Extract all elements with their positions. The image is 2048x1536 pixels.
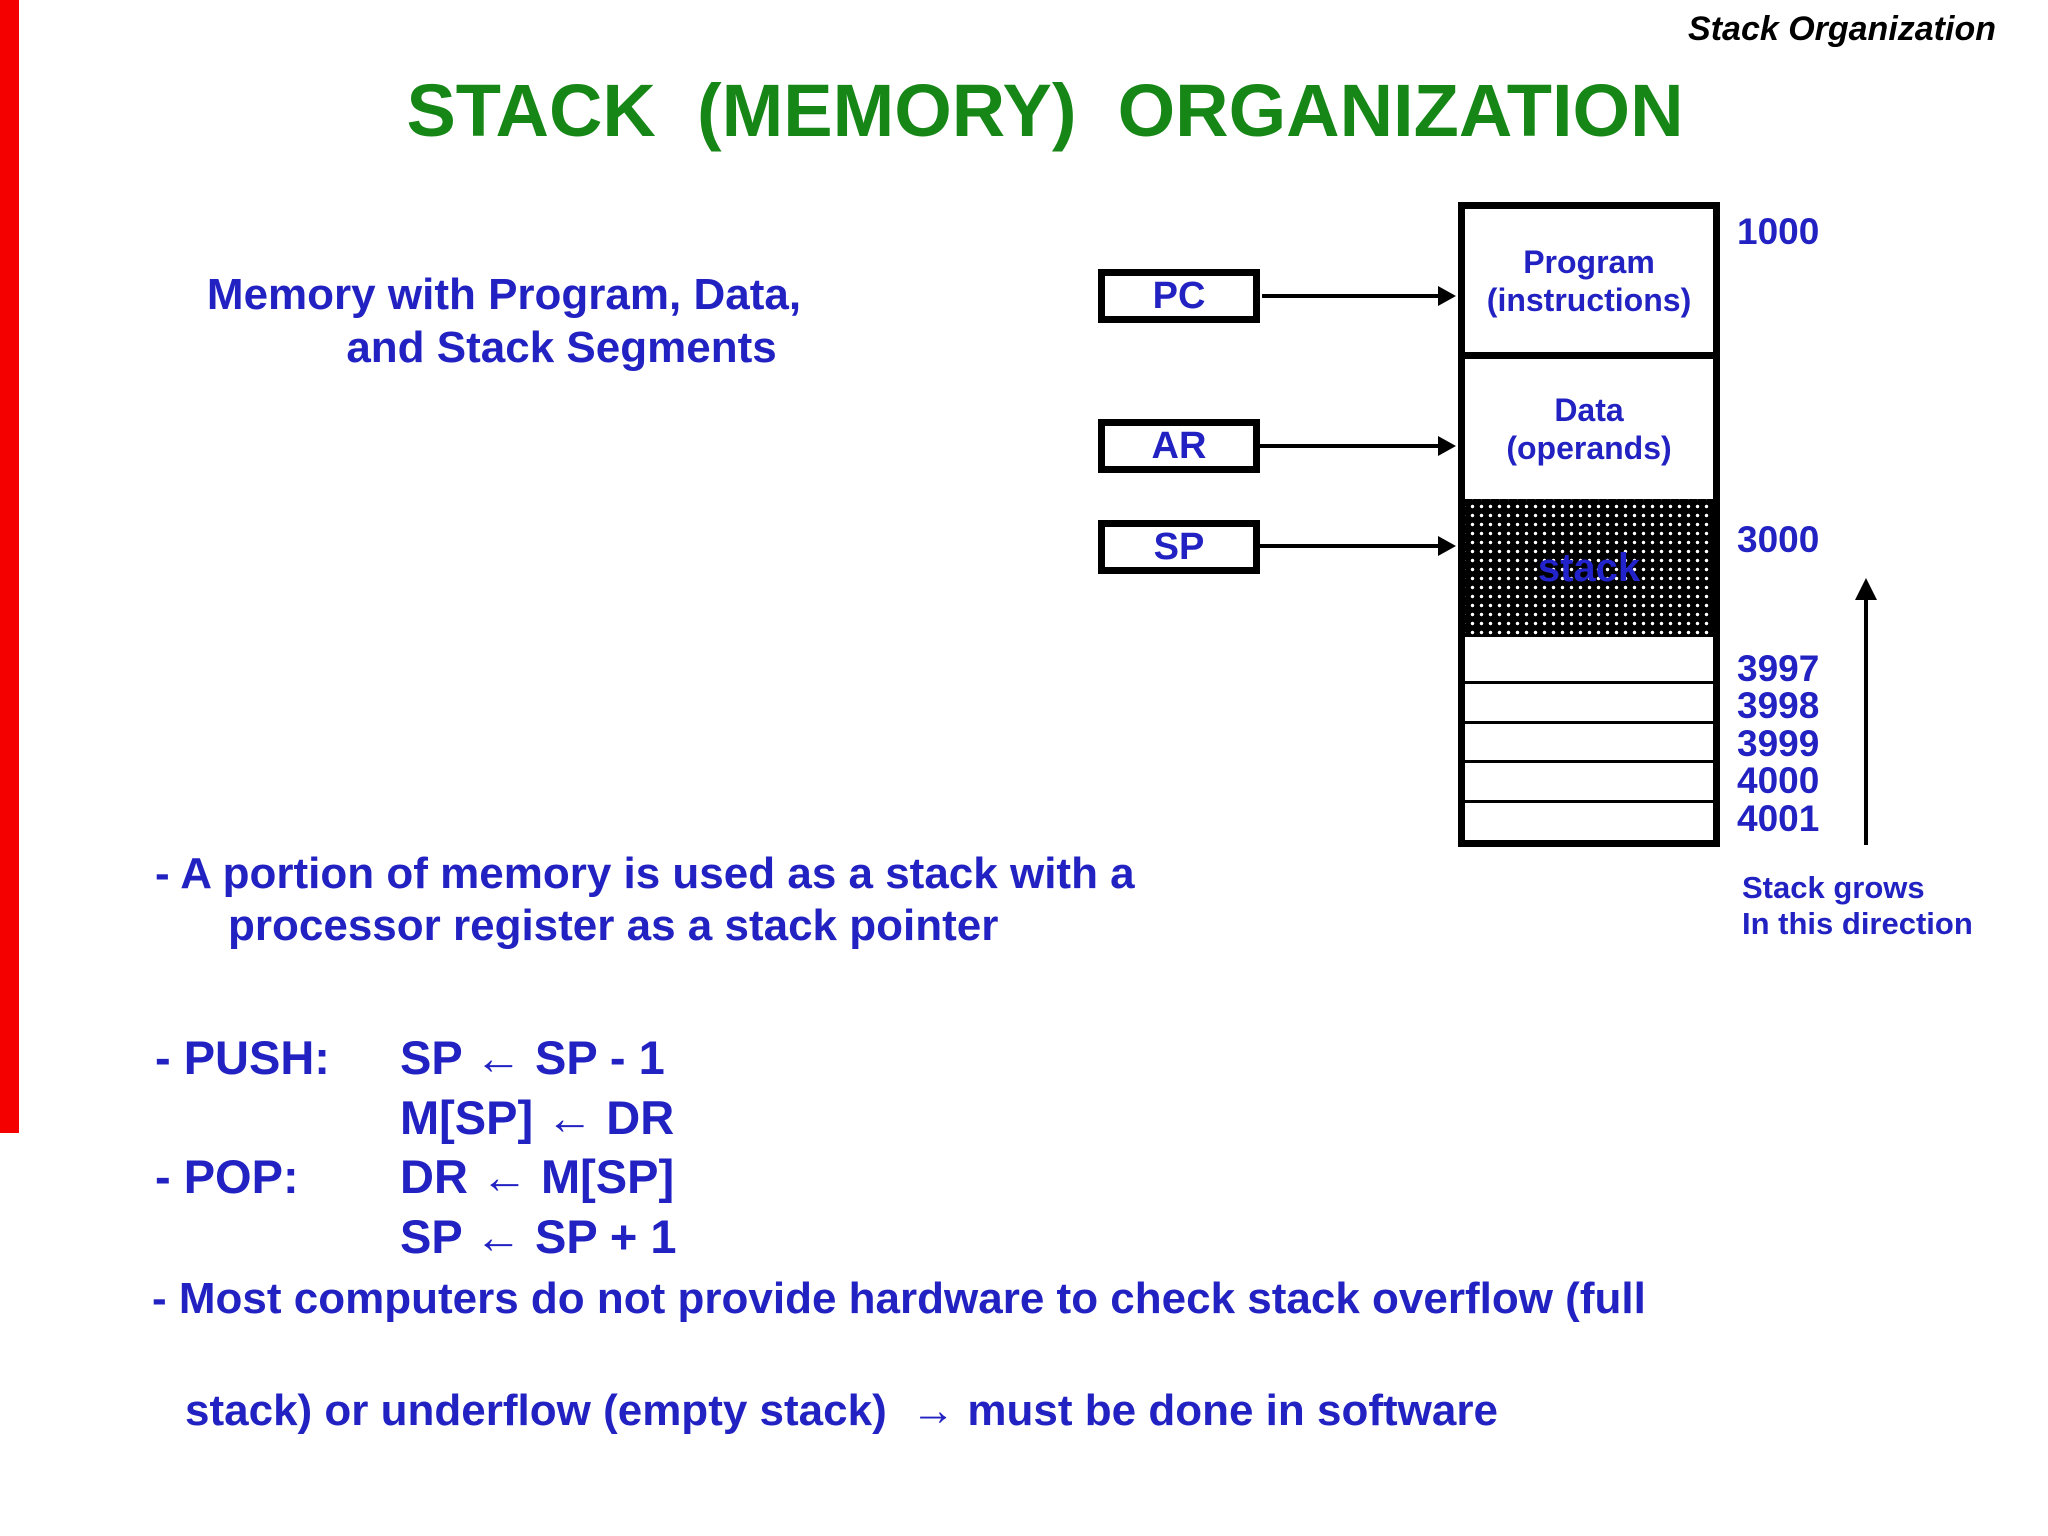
push-operation-2: M[SP] ← DR — [400, 1091, 675, 1144]
register-label-sp: SP — [1153, 525, 1205, 568]
sp-to-stack-arrow-icon — [1260, 536, 1456, 556]
bullet-overflow-line1: - Most computers do not provide hardware… — [152, 1274, 1646, 1323]
stack-grow-note-line2: In this direction — [1742, 906, 1973, 941]
stack-grow-arrow-icon — [1855, 578, 1877, 845]
bullet-overflow-line2: stack) or underflow (empty stack) → must… — [185, 1386, 1498, 1435]
memory-row-3999 — [1465, 720, 1713, 761]
data-segment-line1: Data — [1554, 392, 1624, 428]
memory-caption-line1: Memory with Program, Data, — [206, 270, 802, 319]
program-segment-line1: Program — [1523, 243, 1655, 280]
address-label-3998: 3998 — [1737, 685, 1820, 726]
program-segment-line2: (instructions) — [1486, 281, 1692, 318]
register-label-ar: AR — [1151, 424, 1207, 467]
page-title: STACK (MEMORY) ORGANIZATION — [406, 69, 1684, 152]
push-label: - PUSH: — [155, 1031, 330, 1084]
stack-grow-note: Stack grows In this direction — [1742, 870, 1973, 942]
left-red-progress-bar — [0, 0, 19, 1133]
memory-segment-stack: stack — [1465, 499, 1713, 637]
pop-label: - POP: — [155, 1150, 299, 1203]
address-label-4000: 4000 — [1737, 760, 1820, 801]
register-box-sp: SP — [1098, 520, 1260, 574]
memory-row-4000 — [1465, 760, 1713, 801]
address-label-3999: 3999 — [1737, 723, 1820, 764]
memory-row-4001 — [1465, 800, 1713, 840]
pop-operation-2: SP ← SP + 1 — [400, 1210, 677, 1263]
stack-segment-label: stack — [1537, 545, 1641, 590]
address-label-1000: 1000 — [1737, 211, 1820, 252]
memory-caption-line2: and Stack Segments — [346, 323, 777, 372]
memory-caption: Memory with Program, Data, and Stack Seg… — [118, 268, 890, 374]
address-label-3997: 3997 — [1737, 648, 1820, 689]
memory-segment-data: Data (operands) — [1465, 359, 1713, 499]
address-label-4001: 4001 — [1737, 798, 1820, 839]
memory-row-3997 — [1465, 644, 1713, 681]
ar-to-memory-arrow-icon — [1260, 436, 1456, 456]
pc-to-memory-arrow-icon — [1262, 286, 1456, 306]
memory-row-3998 — [1465, 680, 1713, 721]
bullet-portion-line2: processor register as a stack pointer — [228, 901, 999, 950]
bullet-portion-line1: - A portion of memory is used as a stack… — [155, 849, 1135, 898]
register-box-ar: AR — [1098, 419, 1260, 473]
slide-header-label: Stack Organization — [1688, 10, 1996, 48]
pop-operation-1: DR ← M[SP] — [400, 1150, 675, 1203]
data-segment-line2: (operands) — [1506, 430, 1672, 466]
stack-address-rows — [1465, 644, 1713, 840]
address-label-3000: 3000 — [1737, 519, 1820, 560]
memory-segment-program: Program (instructions) — [1465, 209, 1713, 359]
memory-column: Program (instructions) Data (operands) s… — [1458, 202, 1720, 847]
push-operation-1: SP ← SP - 1 — [400, 1031, 665, 1084]
stack-grow-note-line1: Stack grows — [1742, 870, 1925, 905]
register-label-pc: PC — [1152, 274, 1206, 317]
register-box-pc: PC — [1098, 269, 1260, 323]
